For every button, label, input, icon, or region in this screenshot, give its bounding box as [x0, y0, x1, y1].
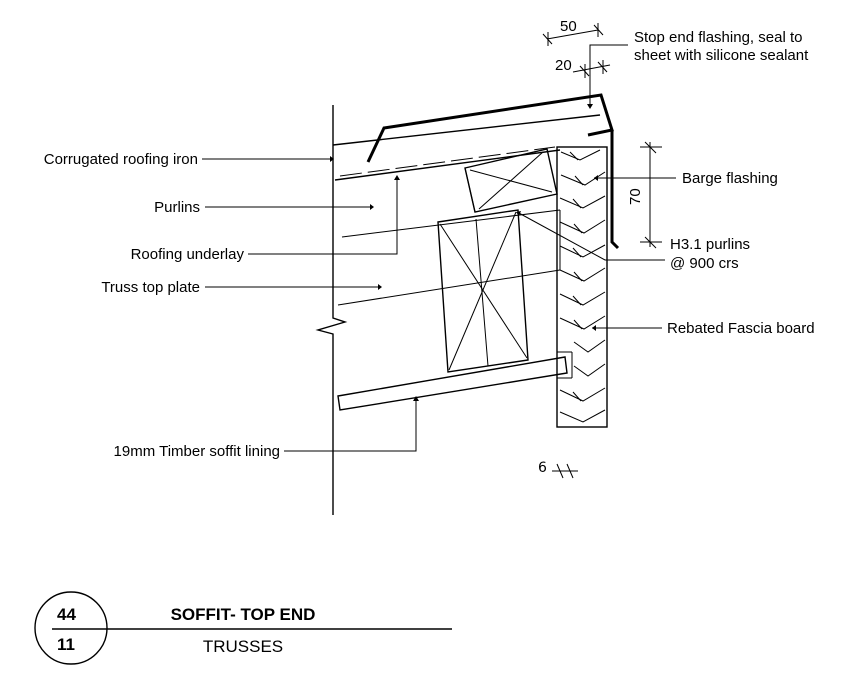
- hand-note-text: 6: [538, 460, 547, 476]
- dimension-20: [572, 60, 611, 78]
- label-roofing-underlay: Roofing underlay: [131, 246, 245, 263]
- soffit-board: [337, 356, 568, 411]
- dimension-20-text: 20: [555, 57, 572, 74]
- label-h31-purlins-2: @ 900 crs: [670, 255, 739, 272]
- leaders-right: [516, 44, 676, 331]
- stop-end-flashing: [366, 93, 614, 163]
- wall-line: [315, 105, 348, 515]
- dimension-50-text: 50: [560, 18, 577, 35]
- title-sub: TRUSSES: [203, 637, 283, 656]
- label-barge-flashing: Barge flashing: [682, 170, 778, 187]
- purlin-block: [464, 148, 558, 213]
- label-corrugated-roofing-iron: Corrugated roofing iron: [44, 151, 198, 168]
- label-rebated-fascia-board: Rebated Fascia board: [667, 320, 815, 337]
- leaders-left: [202, 156, 419, 452]
- label-soffit-lining: 19mm Timber soffit lining: [114, 443, 280, 460]
- truss-plate: [337, 209, 561, 306]
- truss-member: [437, 209, 529, 373]
- title-main: SOFFIT- TOP END: [171, 605, 316, 624]
- label-stop-end-flashing-1: Stop end flashing, seal to: [634, 29, 802, 46]
- title-block: 44 11 SOFFIT- TOP END TRUSSES: [34, 591, 452, 665]
- dimension-70-text: 70: [627, 188, 644, 205]
- title-ref-bottom: 11: [57, 635, 75, 654]
- label-h31-purlins-1: H3.1 purlins: [670, 236, 750, 253]
- dimension-70: [640, 141, 662, 249]
- hand-note: 6: [538, 460, 578, 479]
- fascia-board: [556, 146, 608, 428]
- title-ref-top: 44: [57, 605, 76, 624]
- label-stop-end-flashing-2: sheet with silicone sealant: [634, 47, 809, 64]
- barge-flashing: [610, 130, 620, 250]
- dimension-50: [542, 23, 604, 46]
- label-purlins: Purlins: [154, 199, 200, 216]
- label-truss-top-plate: Truss top plate: [101, 279, 200, 296]
